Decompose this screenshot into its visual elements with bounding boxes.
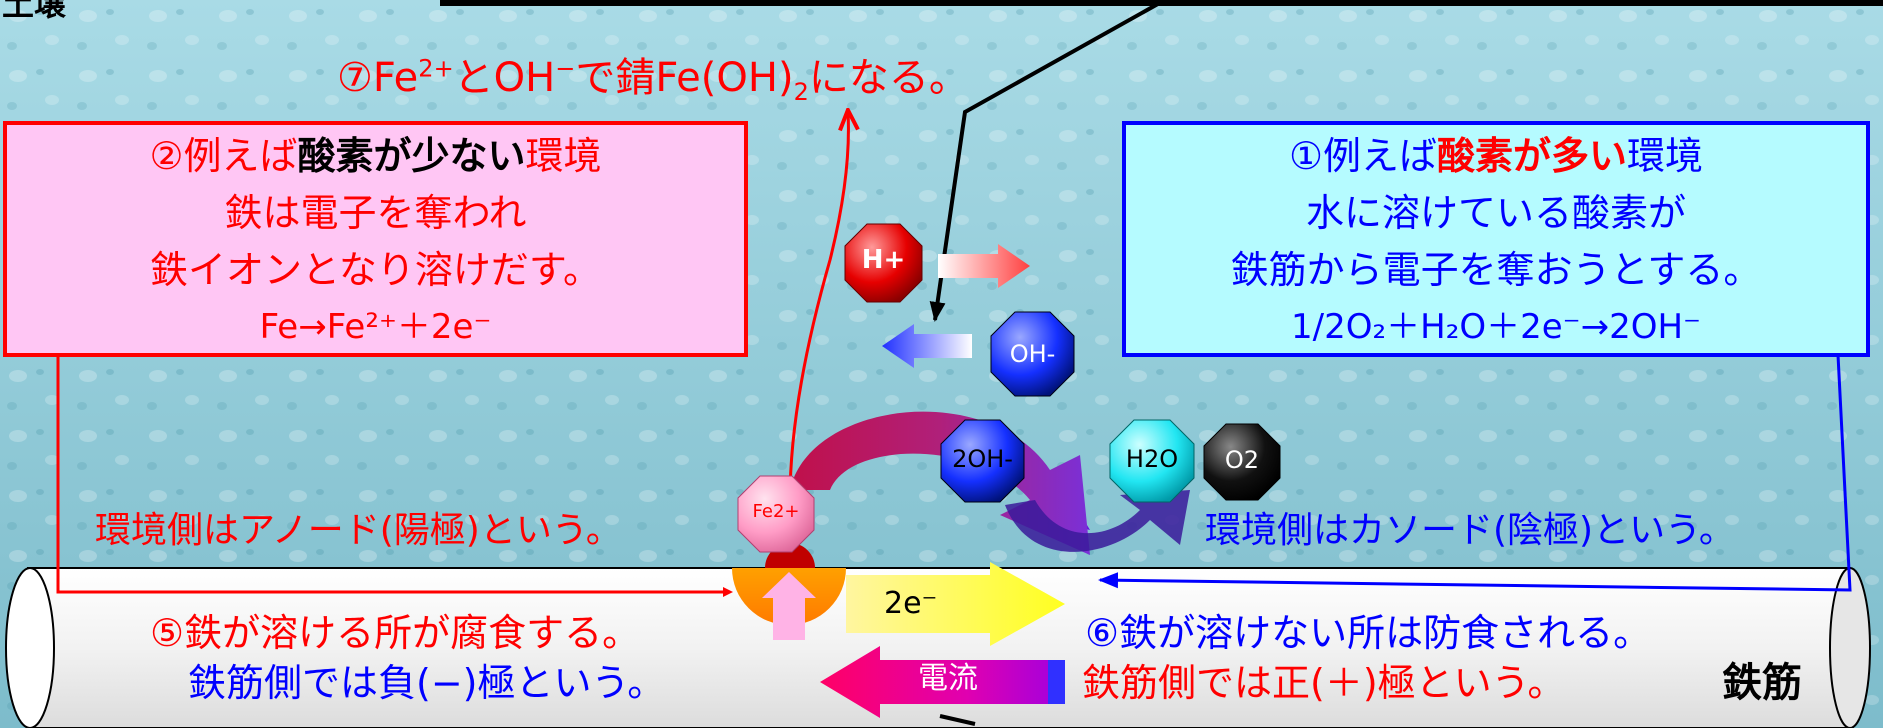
cathode-box: ①例えば酸素が多い環境 水に溶けている酸素が 鉄筋から電子を奪おうとする。 1/… <box>1124 128 1868 356</box>
rust-prefix: ⑦Fe <box>337 55 419 101</box>
anode-side-label: 環境側はアノード(陽極)という。 <box>95 510 622 551</box>
rust-mid: とOH <box>453 55 556 101</box>
anode-box: ②例えば酸素が少ない環境 鉄は電子を奪われ 鉄イオンとなり溶けだす。 Fe→Fe… <box>5 128 746 356</box>
h2o-ion <box>1109 419 1195 503</box>
protection-line1: ⑥鉄が溶けない所は防食される。 <box>1085 611 1652 655</box>
anode-box-line2: 鉄は電子を奪われ <box>224 191 527 235</box>
corrosion-line1: ⑤鉄が溶ける所が腐食する。 <box>150 611 641 655</box>
rebar-label: 鉄筋 <box>1722 660 1802 706</box>
rust-suffix: になる。 <box>808 55 969 101</box>
cathode-line1-pre: ①例えば <box>1288 134 1438 178</box>
h-plus-label: H+ <box>861 245 906 275</box>
rust-sup1: 2+ <box>418 54 454 83</box>
electron-transfer-arc-lower <box>1005 490 1190 552</box>
cathode-line1-post: 環境 <box>1627 134 1704 178</box>
fe2-label: Fe2+ <box>752 501 800 522</box>
electron-arrow <box>846 562 1065 646</box>
h2o-label: H2O <box>1125 445 1179 473</box>
anode-box-frame <box>3 121 748 357</box>
cathode-equation: 1/2O₂＋H₂O＋2e⁻→2OH⁻ <box>1291 307 1701 347</box>
rust-path <box>788 112 848 501</box>
cathode-box-line1: ①例えば酸素が多い環境 <box>1124 128 1868 185</box>
oh-minus-label: OH- <box>1009 340 1056 368</box>
anode-equation: Fe→Fe²⁺＋2e⁻ <box>259 307 492 347</box>
rust-sub: 2 <box>793 78 809 106</box>
cathode-box-frame <box>1122 121 1870 357</box>
two-oh-label: 2OH- <box>952 445 1013 473</box>
anode-connector <box>56 355 733 597</box>
o2-label: O2 <box>1224 446 1260 474</box>
protection-line2: 鉄筋側では正(＋)極という。 <box>1082 661 1566 705</box>
rust-sup2: − <box>555 54 576 83</box>
cathode-line1-bold: 酸素が多い <box>1437 134 1628 178</box>
h-plus-arrow <box>938 244 1030 288</box>
two-oh-ion <box>940 419 1025 503</box>
anode-line1-bold: 酸素が少ない <box>297 134 526 178</box>
fe2-ion <box>737 475 815 553</box>
pointer-line <box>929 0 1166 322</box>
h-plus-ion <box>844 223 923 303</box>
current-label: 電流 <box>918 661 978 696</box>
cathode-box-line3: 鉄筋から電子を奪おうとする。 <box>1230 248 1762 292</box>
cathode-side-label: 環境側はカソード(陰極)という。 <box>1205 510 1735 551</box>
oh-minus-arrow <box>882 324 972 368</box>
electron-label: 2e⁻ <box>884 586 938 621</box>
anode-line1-post: 環境 <box>525 134 602 178</box>
rust-formation-label: ⑦Fe2+とOH−で錆Fe(OH)2になる。 <box>337 55 969 107</box>
rebar-right-end <box>1829 567 1871 728</box>
rebar-left-end <box>5 567 55 728</box>
cathode-connector <box>1098 354 1852 592</box>
current-arrow <box>820 646 1065 718</box>
o2-ion <box>1203 423 1281 501</box>
current-arrow-end <box>1048 660 1065 704</box>
oh-minus-ion <box>990 311 1075 397</box>
pointer-line-bottom <box>939 714 976 726</box>
rust-mid2: で錆Fe(OH) <box>575 55 794 101</box>
corrosion-line2: 鉄筋側では負(−)極という。 <box>188 661 666 705</box>
anode-box-line3: 鉄イオンとなり溶けだす。 <box>149 248 602 292</box>
anode-box-line1: ②例えば酸素が少ない環境 <box>5 128 746 185</box>
corner-label: 土壌 <box>2 0 67 23</box>
cathode-box-line2: 水に溶けている酸素が <box>1305 191 1686 235</box>
dissolve-arrow <box>762 572 816 640</box>
anode-line1-pre: ②例えば <box>149 134 298 178</box>
